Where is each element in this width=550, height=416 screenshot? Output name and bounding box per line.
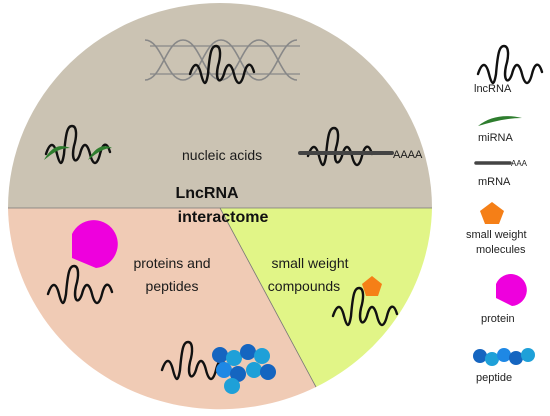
- lncrna-small-molecule-complex: [331, 276, 399, 327]
- mrna-polya-tail: AAAA: [393, 149, 423, 161]
- label-nucleic-acids: nucleic acids: [182, 147, 262, 163]
- legend-lncrna: lncRNA: [474, 44, 544, 95]
- legend-peptide: peptide: [473, 348, 535, 384]
- legend: lncRNA miRNA AAA mRNA small weight molec…: [466, 44, 544, 384]
- legend-mrna: AAA mRNA: [474, 159, 528, 188]
- center-title-line2: interactome: [178, 209, 269, 226]
- legend-mirna: miRNA: [478, 116, 522, 144]
- label-small-weight-line2: compounds: [268, 278, 340, 294]
- top-helix-complex: [144, 39, 300, 85]
- lncrna-peptide-complex: [160, 340, 276, 394]
- legend-lncrna-label: lncRNA: [474, 83, 512, 95]
- legend-peptide-label: peptide: [476, 372, 512, 384]
- legend-small-weight-line2: molecules: [476, 244, 526, 256]
- lncrna-mirna-complex: [44, 124, 112, 165]
- lncrna-mrna-complex: AAAA: [298, 126, 423, 167]
- label-small-weight-line1: small weight: [271, 255, 348, 271]
- label-proteins-line1: proteins and: [133, 255, 210, 271]
- label-proteins-line2: peptides: [146, 278, 199, 294]
- legend-small-weight-line1: small weight: [466, 229, 527, 241]
- legend-small-weight: small weight molecules: [466, 202, 527, 256]
- legend-mrna-tail: AAA: [511, 159, 528, 168]
- sector-nucleic-acids: [8, 3, 432, 208]
- legend-protein: protein: [481, 274, 527, 325]
- legend-protein-label: protein: [481, 313, 515, 325]
- sector-small-weight-compounds: [220, 208, 432, 387]
- lncrna-protein-complex: [46, 220, 118, 305]
- legend-mrna-label: mRNA: [478, 176, 511, 188]
- legend-mirna-label: miRNA: [478, 132, 513, 144]
- center-title-line1: LncRNA: [175, 185, 239, 202]
